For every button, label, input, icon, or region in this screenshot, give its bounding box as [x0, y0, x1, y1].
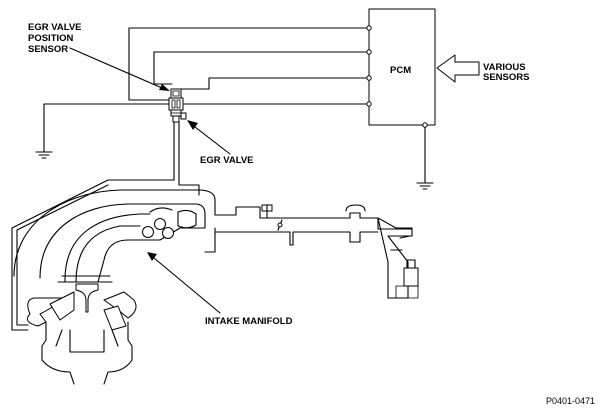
intake-manifold: [11, 179, 419, 385]
various-sensors-label-2: SENSORS: [483, 72, 529, 83]
egr-valve-assembly: [107, 88, 200, 196]
egr-sensor-label-3: SENSOR: [28, 44, 68, 55]
egr-valve-leader-arrow-icon: [187, 120, 231, 155]
egr-sensor-label-2: POSITION: [28, 33, 74, 44]
egr-sensor-leader-arrow-icon: [69, 47, 170, 91]
intake-manifold-leader-arrow-icon: [147, 252, 221, 314]
ground-icon: [416, 182, 434, 190]
egr-sensor-label-1: EGR VALVE: [28, 22, 82, 33]
egr-valve-label: EGR VALVE: [200, 155, 254, 166]
pcm-box: [368, 8, 436, 126]
various-sensors-arrow-icon: [436, 54, 480, 83]
pcm-label: PCM: [390, 65, 411, 76]
pcm-terminals: [366, 25, 428, 128]
intake-manifold-label: INTAKE MANIFOLD: [205, 316, 293, 327]
figure-id: P0401-0471: [546, 396, 595, 406]
ground-icon: [35, 151, 53, 159]
various-sensors-label-1: VARIOUS: [483, 62, 526, 73]
